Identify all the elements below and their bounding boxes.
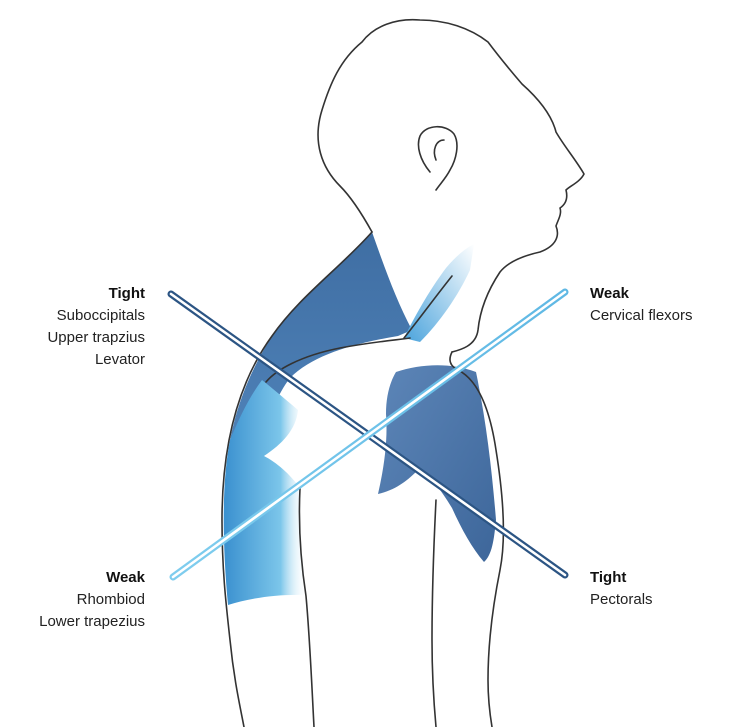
label-upper-left-heading: Tight — [47, 283, 145, 305]
pectorals-region — [378, 365, 496, 562]
label-lower-right: Tight Pectorals — [590, 567, 653, 611]
label-lower-left-heading: Weak — [39, 567, 145, 589]
label-lower-left: Weak Rhombiod Lower trapezius — [39, 567, 145, 633]
label-lower-left-line: Lower trapezius — [39, 611, 145, 633]
label-lower-right-line: Pectorals — [590, 589, 653, 611]
label-lower-right-heading: Tight — [590, 567, 653, 589]
label-upper-left-line: Upper trapzius — [47, 327, 145, 349]
label-upper-left-line: Suboccipitals — [47, 305, 145, 327]
label-upper-right-heading: Weak — [590, 283, 693, 305]
label-upper-left: Tight Suboccipitals Upper trapzius Levat… — [47, 283, 145, 371]
label-upper-right-line: Cervical flexors — [590, 305, 693, 327]
label-upper-right: Weak Cervical flexors — [590, 283, 693, 327]
label-upper-left-line: Levator — [47, 349, 145, 371]
label-lower-left-line: Rhombiod — [39, 589, 145, 611]
